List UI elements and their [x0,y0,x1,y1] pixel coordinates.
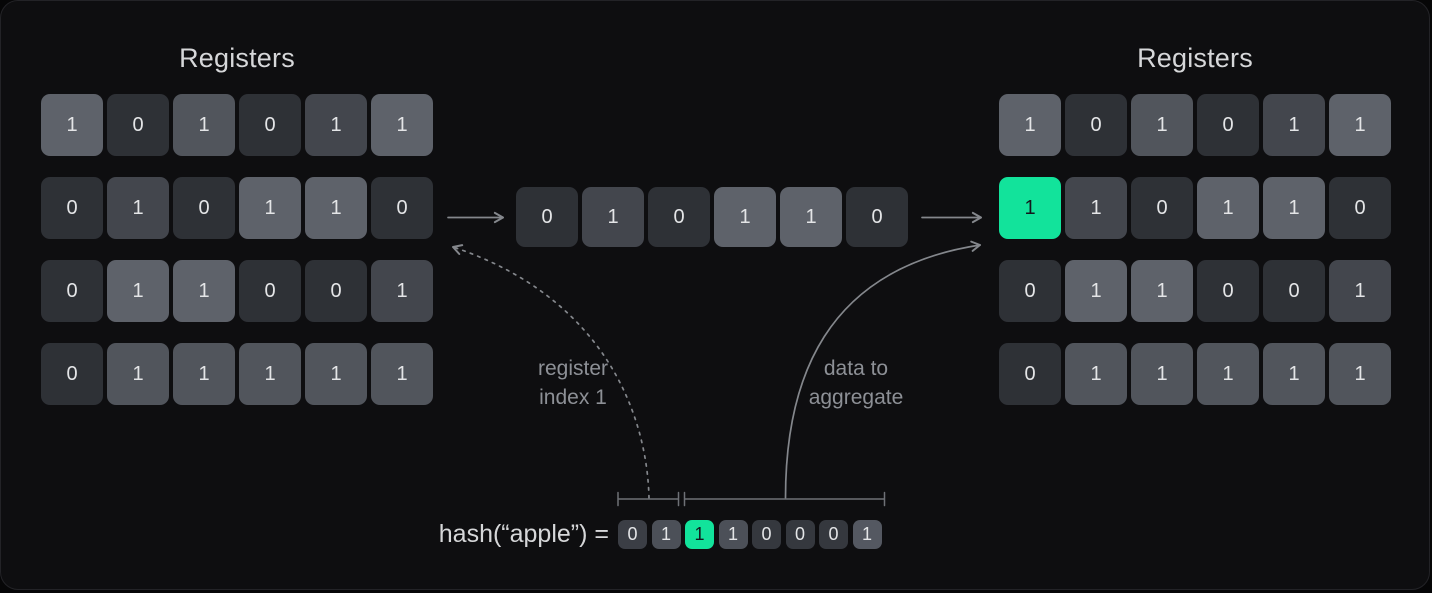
hash-bit-cell: 1 [852,520,882,549]
register-cell: 1 [239,177,301,239]
hash-bit-cell: 0 [819,520,848,549]
register-cell: 1 [305,177,367,239]
register-cell: 0 [1329,177,1391,239]
register-cell: 1 [371,260,433,322]
hash-bit-cell: 0 [752,520,781,549]
register-cell: 1 [1065,343,1127,405]
register-cell: 1 [1263,177,1325,239]
register-cell: 1 [1329,94,1391,156]
register-cell: 1 [1197,343,1259,405]
register-cell: 1 [999,177,1061,239]
hash-bit-cell: 1 [718,520,748,549]
register-cell: 0 [1065,94,1127,156]
register-cell: 1 [1263,94,1325,156]
register-cell: 1 [239,343,301,405]
register-cell: 1 [173,260,235,322]
hashed-value-cell: 1 [582,187,644,247]
register-cell: 0 [41,177,103,239]
register-cell: 1 [1065,177,1127,239]
register-cell: 0 [173,177,235,239]
register-cell: 0 [239,260,301,322]
hashed-value-cell: 0 [516,187,578,247]
hash-bit-cell: 1 [685,520,714,549]
left-registers-title: Registers [179,43,295,73]
register-cell: 1 [305,343,367,405]
register-cell: 1 [1329,343,1391,405]
register-cell: 1 [1263,343,1325,405]
register-cell: 0 [999,343,1061,405]
register-cell: 1 [999,94,1061,156]
register-cell: 0 [305,260,367,322]
register-cell: 1 [1329,260,1391,322]
register-cell: 1 [173,343,235,405]
hash-bit-cell: 0 [618,520,647,549]
hashed-value-cell: 0 [648,187,710,247]
register-cell: 0 [1197,94,1259,156]
register-index-label: register index 1 [537,357,609,409]
register-cell: 1 [173,94,235,156]
hashed-value-cell: 1 [714,187,776,247]
register-cell: 1 [1131,94,1193,156]
register-cell: 1 [107,177,169,239]
hash-bit-cell: 0 [785,520,815,549]
index-bits-bracket [617,491,680,507]
register-cell: 1 [41,94,103,156]
register-cell: 0 [41,343,103,405]
register-cell: 0 [41,260,103,322]
hash-apple-label: hash(“apple”) = [438,520,609,548]
register-cell: 0 [371,177,433,239]
register-cell: 1 [107,343,169,405]
register-cell: 1 [371,94,433,156]
hash-bit-cell: 1 [651,520,681,549]
register-cell: 0 [1131,177,1193,239]
right-registers-title: Registers [1137,43,1253,73]
register-cell: 0 [239,94,301,156]
register-cell: 1 [1065,260,1127,322]
register-cell: 1 [1131,343,1193,405]
register-cell: 1 [371,343,433,405]
hashed-value-cell: 1 [780,187,842,247]
register-cell: 1 [107,260,169,322]
register-cell: 1 [1131,260,1193,322]
register-cell: 0 [1263,260,1325,322]
data-to-aggregate-label: data to aggregate [808,357,904,409]
hashed-value-cell: 0 [846,187,908,247]
register-cell: 1 [1197,177,1259,239]
register-cell: 0 [999,260,1061,322]
data-bits-bracket [683,491,886,507]
register-cell: 0 [107,94,169,156]
register-cell: 0 [1197,260,1259,322]
register-cell: 1 [305,94,367,156]
